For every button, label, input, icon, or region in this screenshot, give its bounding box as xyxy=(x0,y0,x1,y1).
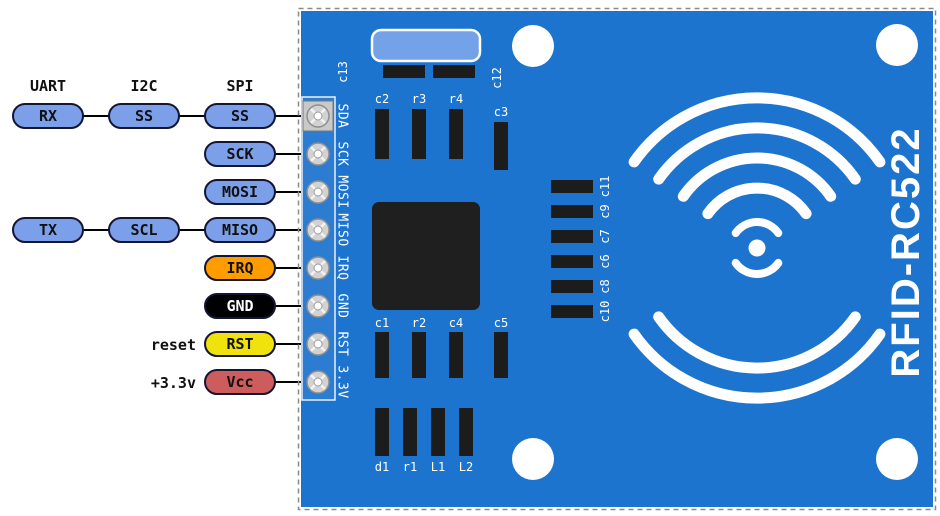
component-c5 xyxy=(494,332,508,378)
component-L1 xyxy=(431,408,445,456)
silk-label-c8: c8 xyxy=(598,279,612,293)
components: c13 c12 c2 r3 r4 c3 c1 r2 c4 c5 xyxy=(336,28,612,474)
mounting-hole-bottom-right xyxy=(876,438,918,480)
silk-label-c11: c11 xyxy=(598,176,612,198)
pill-sck: SCK xyxy=(204,141,276,167)
silk-label-c13: c13 xyxy=(336,61,350,83)
pill-vcc: Vcc xyxy=(204,369,276,395)
silk-label-c9: c9 xyxy=(598,204,612,218)
component-c3 xyxy=(494,122,508,170)
pill-rst: RST xyxy=(204,331,276,357)
crystal xyxy=(370,28,482,63)
pill-gnd: GND xyxy=(204,293,276,319)
antenna-icon xyxy=(628,92,886,404)
header-i2c: I2C xyxy=(130,77,158,95)
mounting-hole-top-left xyxy=(512,25,554,67)
pin-hole xyxy=(306,256,330,280)
silk-label-c4: c4 xyxy=(449,316,463,330)
silk-label-r3: r3 xyxy=(412,92,426,106)
component-c8 xyxy=(551,280,593,293)
component-d1 xyxy=(375,408,389,456)
pin-header: SDA SCK MOSI MISO IRQ GND RST 3.3V xyxy=(301,96,350,401)
component-r2 xyxy=(412,332,426,378)
component-c2 xyxy=(375,109,389,159)
pin-hole xyxy=(306,332,330,356)
rc522-ic-chip xyxy=(372,202,480,310)
component-r1 xyxy=(403,408,417,456)
component-c11 xyxy=(551,180,593,193)
silk-label-c5: c5 xyxy=(494,316,508,330)
pin-label-mosi: MOSI xyxy=(335,175,350,208)
pill-tx: TX xyxy=(12,217,84,243)
header-spi: SPI xyxy=(226,77,254,95)
mounting-hole-bottom-left xyxy=(512,438,554,480)
pin-label-miso: MISO xyxy=(335,213,350,246)
silk-label-c10: c10 xyxy=(598,301,612,323)
pin-label-sda: SDA xyxy=(335,104,350,129)
component-r3 xyxy=(412,109,426,159)
silk-label-L2: L2 xyxy=(459,460,473,474)
silk-label-d1: d1 xyxy=(375,460,389,474)
component-c1 xyxy=(375,332,389,378)
pill-miso: MISO xyxy=(204,217,276,243)
board-title: RFID-RC522 xyxy=(884,126,928,377)
pin-label-gnd: GND xyxy=(335,294,350,319)
component-c7 xyxy=(551,230,593,243)
silk-label-c6: c6 xyxy=(598,254,612,268)
silk-label-c3: c3 xyxy=(494,105,508,119)
silk-label-r4: r4 xyxy=(449,92,463,106)
pin-hole xyxy=(306,294,330,318)
pin-label-sck: SCK xyxy=(335,142,350,167)
pin-holes xyxy=(306,104,330,394)
pill-scl: SCL xyxy=(108,217,180,243)
note-power: +3.3v xyxy=(150,374,196,392)
pin-label-irq: IRQ xyxy=(335,256,350,281)
pin-hole xyxy=(306,218,330,242)
mounting-holes xyxy=(512,24,918,480)
pill-ss-i2c: SS xyxy=(108,103,180,129)
component-L2 xyxy=(459,408,473,456)
component-c4 xyxy=(449,332,463,378)
pin-hole xyxy=(306,104,330,128)
silk-label-c2: c2 xyxy=(375,92,389,106)
silk-label-L1: L1 xyxy=(431,460,445,474)
pill-rx: RX xyxy=(12,103,84,129)
component-c9 xyxy=(551,205,593,218)
pin-label-rst: RST xyxy=(335,332,350,357)
silk-label-c7: c7 xyxy=(598,229,612,243)
component-r4 xyxy=(449,109,463,159)
header-uart: UART xyxy=(29,77,67,95)
board-dashed-outline xyxy=(297,7,937,511)
pin-hole xyxy=(306,370,330,394)
silk-label-c12: c12 xyxy=(490,67,504,89)
pin-hole xyxy=(306,142,330,166)
pill-mosi: MOSI xyxy=(204,179,276,205)
silk-label-r2: r2 xyxy=(412,316,426,330)
pill-irq: IRQ xyxy=(204,255,276,281)
component-cap xyxy=(433,65,475,78)
pin-labels: SDA SCK MOSI MISO IRQ GND RST 3.3V xyxy=(335,104,350,399)
pin-label-33v: 3.3V xyxy=(335,365,350,398)
mounting-hole-top-right xyxy=(876,24,918,66)
component-c10 xyxy=(551,305,593,318)
note-reset: reset xyxy=(150,336,196,354)
component-c6 xyxy=(551,255,593,268)
pill-ss-spi: SS xyxy=(204,103,276,129)
component-cap xyxy=(383,65,425,78)
silk-label-r1: r1 xyxy=(403,460,417,474)
silk-label-c1: c1 xyxy=(375,316,389,330)
pin-hole xyxy=(306,180,330,204)
